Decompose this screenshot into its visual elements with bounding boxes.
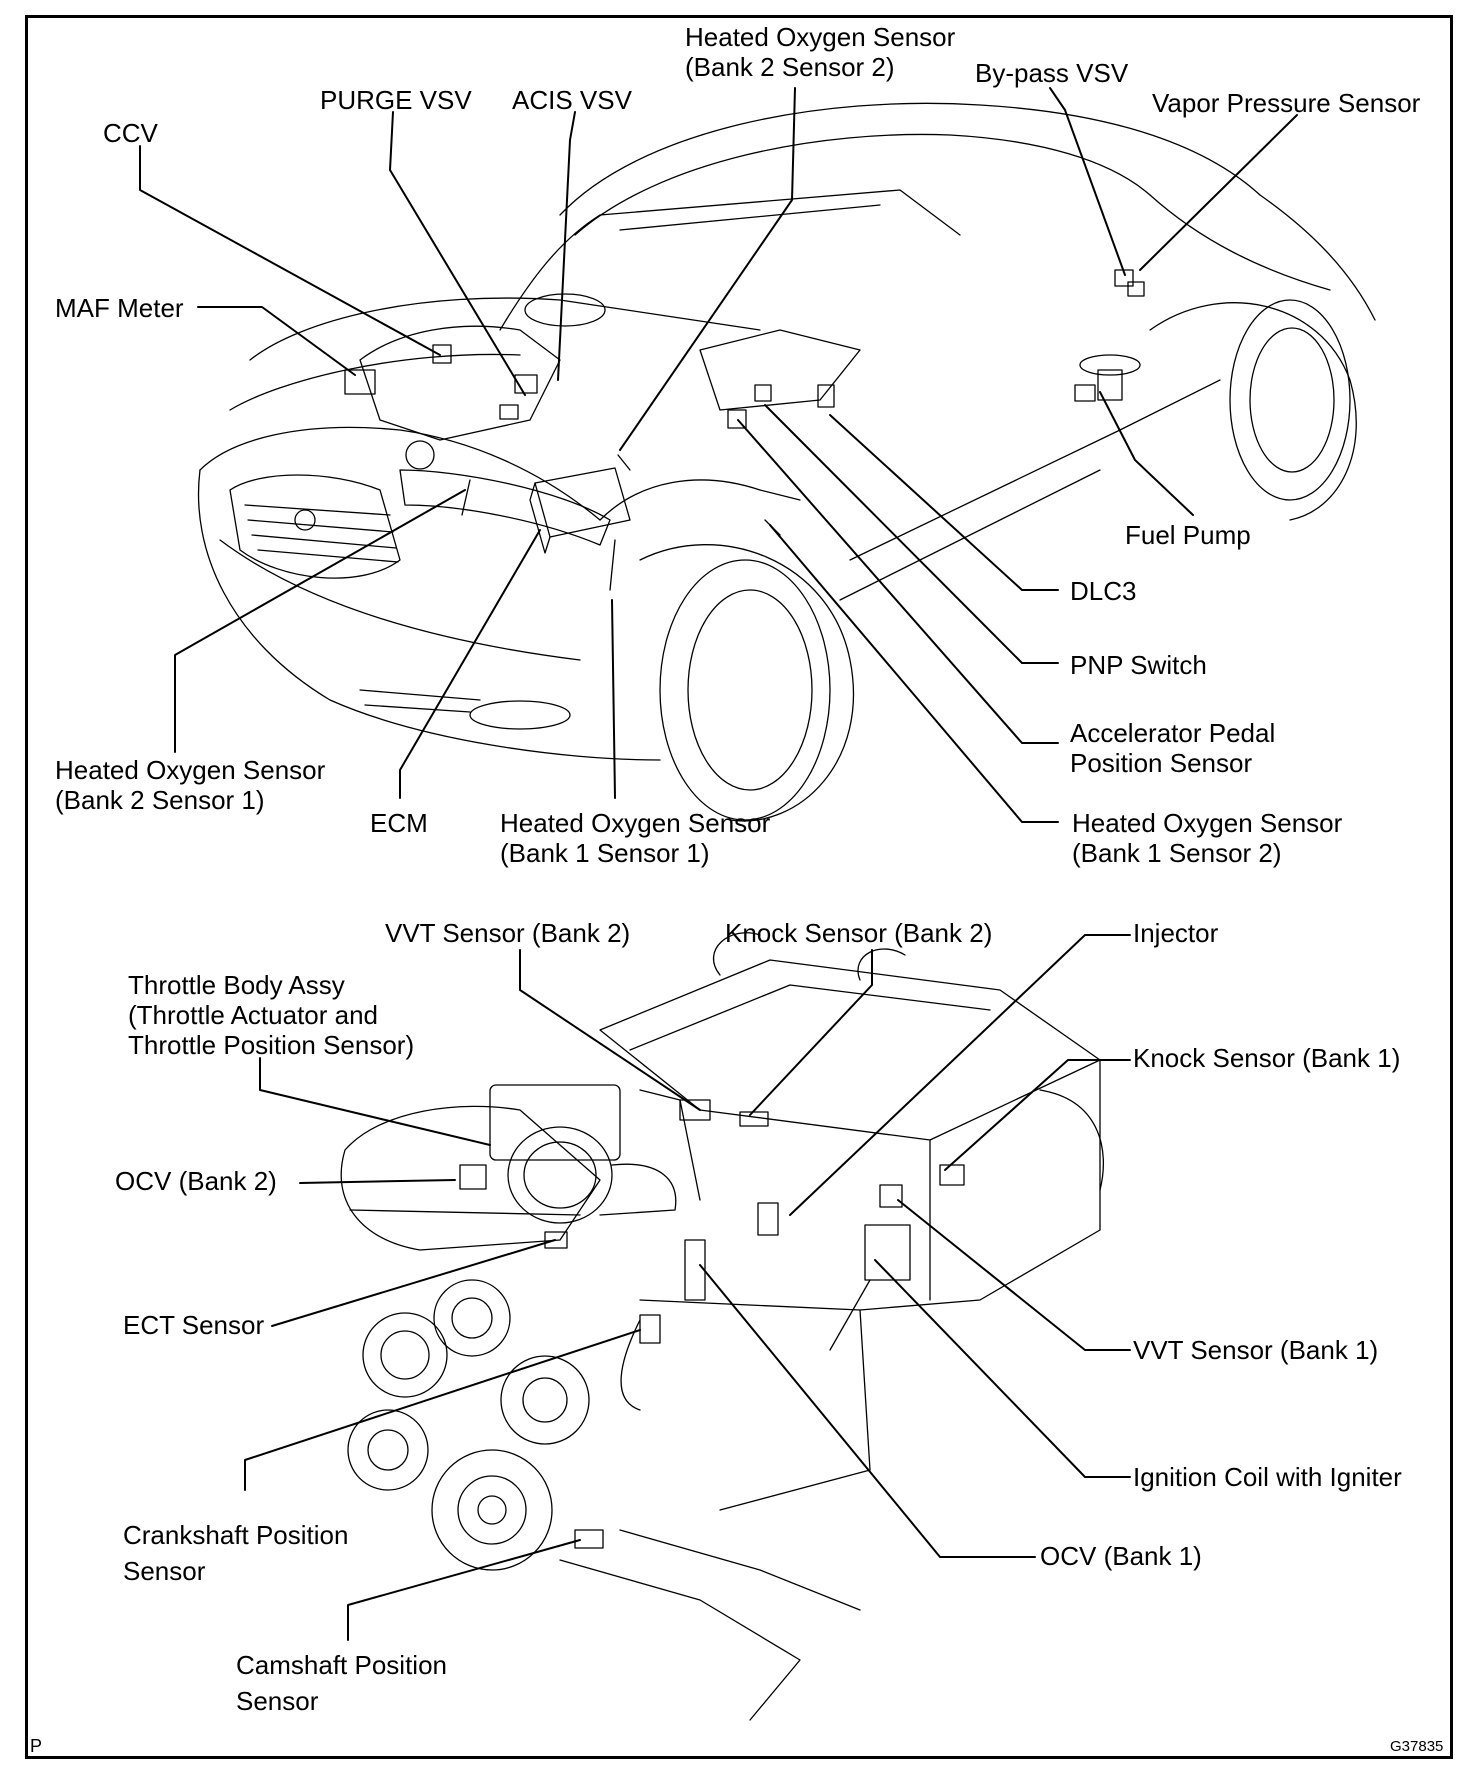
label-purge-vsv: PURGE VSV: [320, 85, 472, 115]
engine-leader-lines: [244, 934, 1131, 1641]
label-knock-sensor-bank2: Knock Sensor (Bank 2): [725, 918, 993, 948]
label-ho2-bank2-sensor1-line2: (Bank 2 Sensor 1): [55, 785, 265, 815]
car-leader-lines: [139, 87, 1298, 823]
label-knock-sensor-bank1: Knock Sensor (Bank 1): [1133, 1043, 1401, 1073]
label-ho2-bank1-sensor1-line1: Heated Oxygen Sensor: [500, 808, 771, 838]
label-ho2-bank2-sensor2-line2: (Bank 2 Sensor 2): [685, 52, 895, 82]
footer-left-mark: P: [30, 1736, 43, 1756]
label-vvt-sensor-bank1: VVT Sensor (Bank 1): [1133, 1335, 1379, 1365]
label-dlc3: DLC3: [1070, 576, 1137, 606]
engine-illustration: [340, 932, 1105, 1721]
label-crankshaft-sensor-line2: Sensor: [123, 1556, 206, 1586]
label-ho2-bank1-sensor2-line2: (Bank 1 Sensor 2): [1072, 838, 1282, 868]
label-throttle-body-line3: Throttle Position Sensor): [128, 1030, 415, 1060]
label-bypass-vsv: By-pass VSV: [975, 58, 1129, 88]
label-ccv: CCV: [103, 118, 158, 148]
label-throttle-body-line1: Throttle Body Assy: [128, 970, 345, 1000]
label-accelerator-pedal-line2: Position Sensor: [1070, 748, 1253, 778]
label-ocv-bank1: OCV (Bank 1): [1040, 1541, 1202, 1571]
label-camshaft-sensor-line1: Camshaft Position: [236, 1650, 447, 1680]
label-accelerator-pedal-line1: Accelerator Pedal: [1070, 718, 1276, 748]
label-fuel-pump: Fuel Pump: [1125, 520, 1251, 550]
diagram-frame: [25, 15, 1453, 1759]
car-illustration: [197, 102, 1376, 822]
figure-code: G37835: [1390, 1738, 1444, 1755]
label-acis-vsv: ACIS VSV: [512, 85, 632, 115]
label-ect-sensor: ECT Sensor: [123, 1310, 265, 1340]
label-camshaft-sensor-line2: Sensor: [236, 1686, 319, 1716]
label-pnp-switch: PNP Switch: [1070, 650, 1207, 680]
label-throttle-body-line2: (Throttle Actuator and: [128, 1000, 379, 1030]
label-ignition-coil: Ignition Coil with Igniter: [1133, 1462, 1402, 1492]
label-ho2-bank2-sensor1-line1: Heated Oxygen Sensor: [55, 755, 326, 785]
label-ocv-bank2: OCV (Bank 2): [115, 1166, 277, 1196]
label-vapor-pressure-sensor: Vapor Pressure Sensor: [1152, 88, 1421, 118]
label-injector: Injector: [1133, 918, 1219, 948]
label-crankshaft-sensor-line1: Crankshaft Position: [123, 1520, 349, 1550]
label-ho2-bank1-sensor1-line2: (Bank 1 Sensor 1): [500, 838, 710, 868]
label-ho2-bank1-sensor2-line1: Heated Oxygen Sensor: [1072, 808, 1343, 838]
label-ecm: ECM: [370, 808, 428, 838]
label-ho2-bank2-sensor2-line1: Heated Oxygen Sensor: [685, 22, 956, 52]
label-maf-meter: MAF Meter: [55, 293, 184, 323]
label-vvt-sensor-bank2: VVT Sensor (Bank 2): [385, 918, 631, 948]
